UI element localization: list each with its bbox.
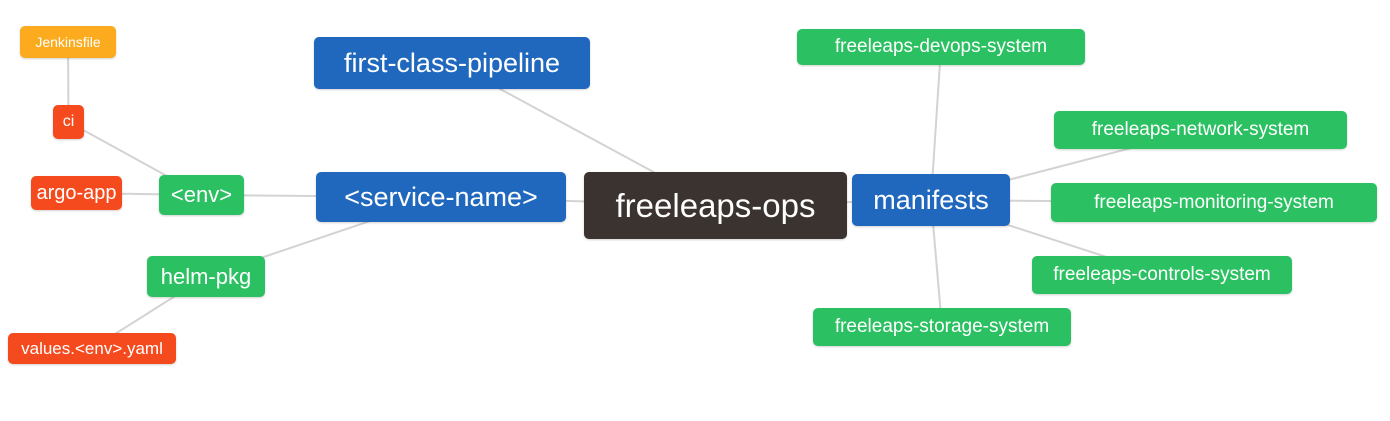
node-network-system[interactable]: freeleaps-network-system xyxy=(1054,111,1347,149)
node-service-name[interactable]: <service-name> xyxy=(316,172,566,222)
node-argo-app[interactable]: argo-app xyxy=(31,176,122,210)
node-first-class-pipeline[interactable]: first-class-pipeline xyxy=(314,37,590,89)
node-storage-system[interactable]: freeleaps-storage-system xyxy=(813,308,1071,346)
node-devops-system[interactable]: freeleaps-devops-system xyxy=(797,29,1085,65)
node-helm-pkg[interactable]: helm-pkg xyxy=(147,256,265,297)
node-jenkinsfile[interactable]: Jenkinsfile xyxy=(20,26,116,58)
node-freeleaps-ops[interactable]: freeleaps-ops xyxy=(584,172,847,239)
node-env[interactable]: <env> xyxy=(159,175,244,215)
node-controls-system[interactable]: freeleaps-controls-system xyxy=(1032,256,1292,294)
node-monitoring-system[interactable]: freeleaps-monitoring-system xyxy=(1051,183,1377,222)
node-values-env-yaml[interactable]: values.<env>.yaml xyxy=(8,333,176,364)
node-ci[interactable]: ci xyxy=(53,105,84,139)
node-manifests[interactable]: manifests xyxy=(852,174,1010,226)
